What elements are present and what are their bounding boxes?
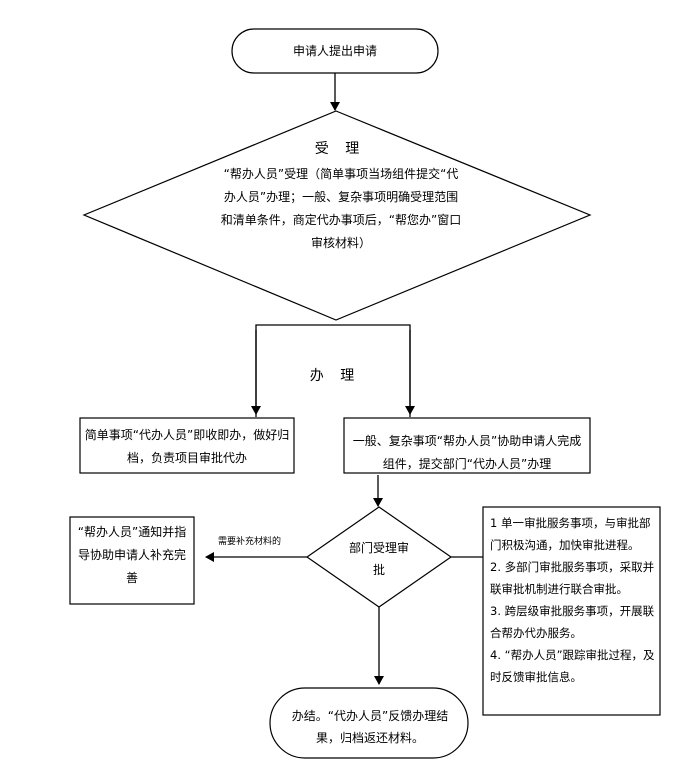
finish-label: 办结。“代办人员”反馈办理结果，归档返还材料。	[291, 709, 449, 745]
complex-item-text: 一般、复杂事项“帮办人员”协助申请人完成组件，提交部门“代办人员”办理	[352, 434, 582, 471]
accept-diamond	[82, 110, 592, 321]
supplement-label: 需要补充材料的	[218, 537, 282, 547]
note-item: 4. “帮办人员”跟踪审批过程，及时反馈审批信息。	[490, 648, 655, 684]
note-item: 2. 多部门审批服务事项，采取并联审批机制进行联合审批。	[490, 560, 655, 596]
complex-item-box	[343, 417, 591, 474]
notes-list: 1 单一审批服务事项，与审批部门积极沟通，加快审批进程。 2. 多部门审批服务事…	[490, 512, 660, 688]
note-item: 1 单一审批服务事项，与审批部门积极沟通，加快审批进程。	[490, 516, 651, 552]
notify-box	[69, 516, 195, 605]
simple-item-text: 简单事项“代办人员”即收即办，做好归档，负责项目审批代办	[84, 428, 290, 465]
accept-description: “帮办人员”受理（简单事项当场组件提交“代办人员”办理；一般、复杂事项明确受理范…	[220, 167, 462, 250]
accept-title: 受 理	[314, 141, 366, 157]
notes-box	[482, 506, 661, 716]
note-item: 3. 跨层级审批服务事项，开展联合帮办代办服务。	[490, 604, 655, 640]
start-label: 申请人提出申请	[292, 44, 377, 58]
simple-item-box	[79, 417, 295, 474]
finish-node	[269, 687, 469, 759]
dept-review-label: 部门受理审批	[348, 541, 409, 577]
notify-text: “帮办人员”通知并指导协助申请人补充完善	[77, 525, 187, 585]
handle-title: 办 理	[309, 368, 361, 384]
